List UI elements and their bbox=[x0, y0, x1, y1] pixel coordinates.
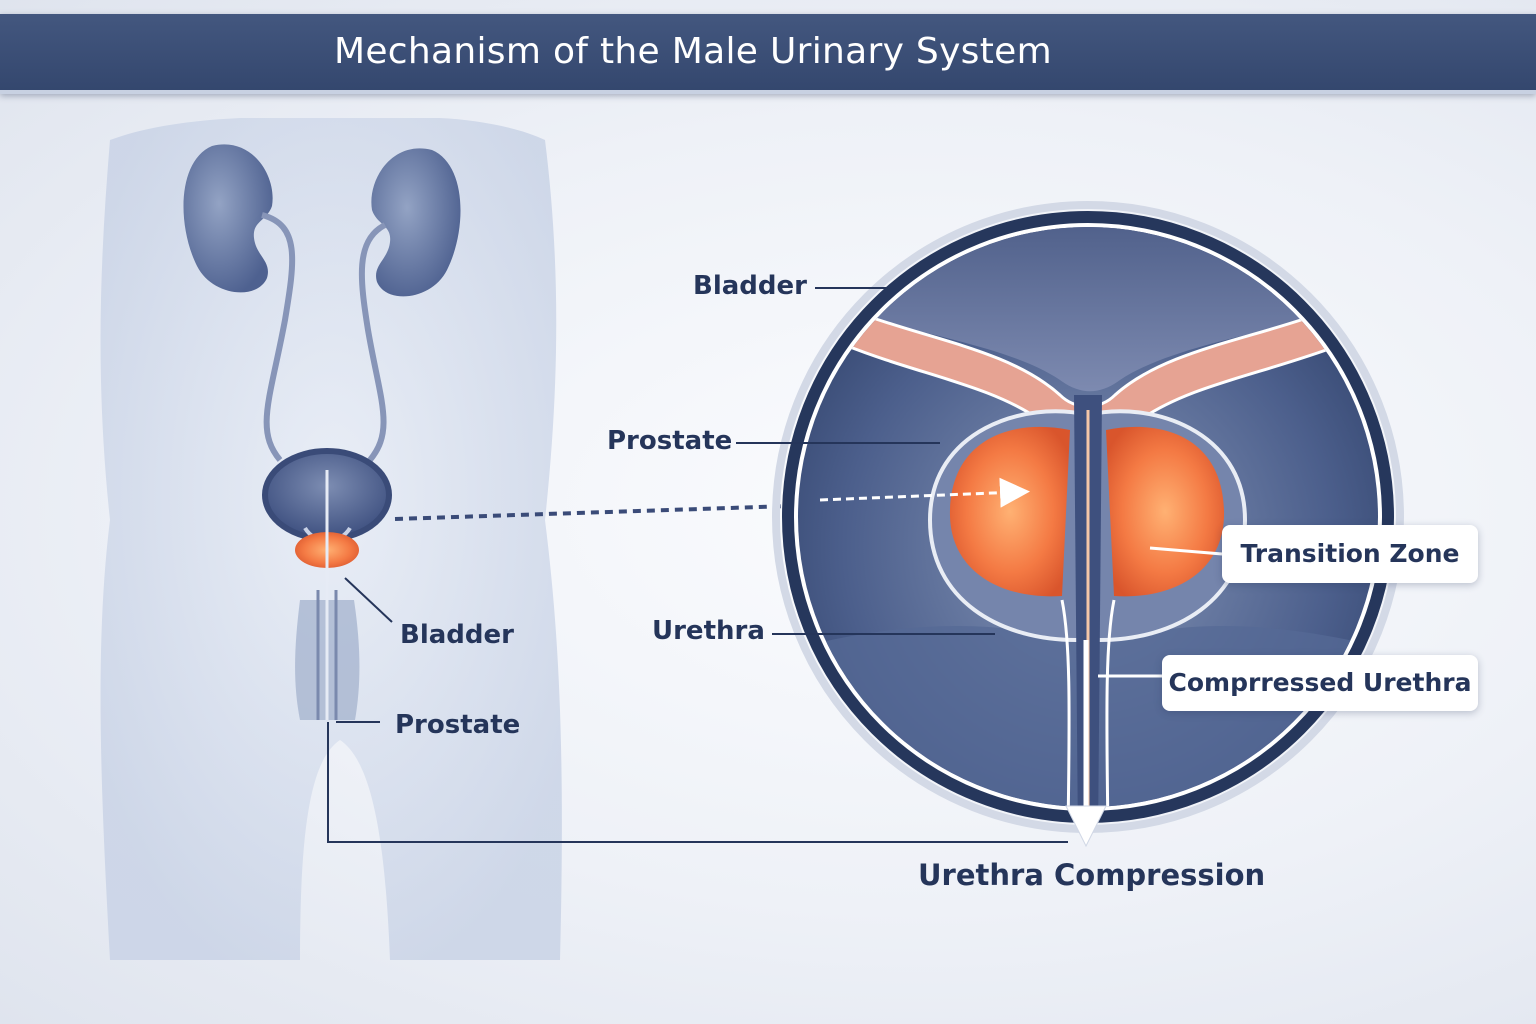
callout-transition-zone: Transition Zone bbox=[1222, 525, 1478, 583]
title-bar bbox=[0, 14, 1536, 94]
detail-label-bladder: Bladder bbox=[693, 271, 807, 301]
down-arrow-icon bbox=[1065, 805, 1107, 848]
detail-prostate-right bbox=[1106, 426, 1225, 597]
detail-label-prostate: Prostate bbox=[607, 426, 733, 456]
right-ureter bbox=[358, 222, 387, 462]
detail-prostate-left bbox=[949, 426, 1070, 597]
connector-bottom bbox=[327, 722, 1068, 843]
callout-compressed-urethra: Comprressed Urethra bbox=[1162, 655, 1478, 711]
right-kidney bbox=[371, 148, 461, 297]
left-label-prostate: Prostate bbox=[395, 710, 521, 740]
left-ureter bbox=[261, 212, 296, 462]
left-kidney bbox=[183, 144, 273, 293]
detail-label-urethra: Urethra bbox=[652, 616, 765, 646]
bladder-wall bbox=[843, 307, 1342, 422]
connector-dashed bbox=[394, 504, 791, 521]
page-title: Mechanism of the Male Urinary System bbox=[334, 31, 1052, 72]
caption-urethra-compression: Urethra Compression bbox=[918, 858, 1266, 892]
left-label-bladder: Bladder bbox=[400, 620, 514, 650]
